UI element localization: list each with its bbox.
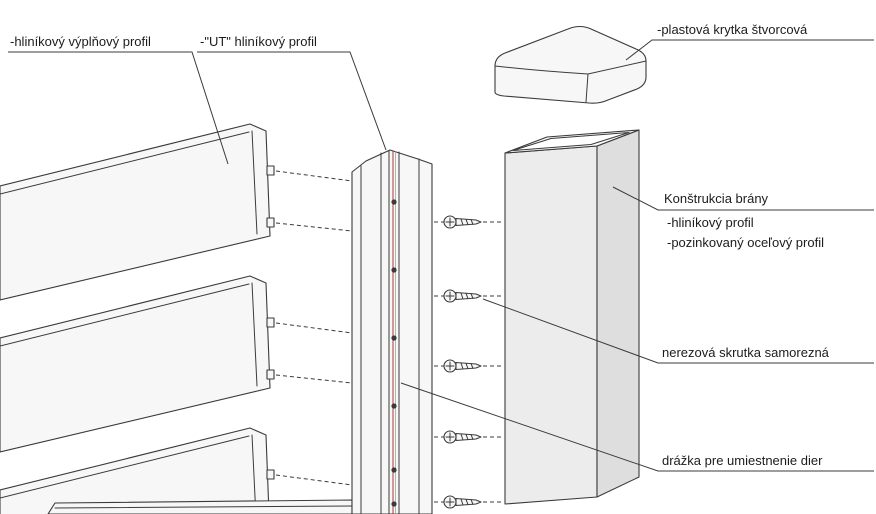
screws bbox=[433, 215, 504, 509]
label-ut-profile: -"UT" hliníkový profil bbox=[200, 34, 317, 49]
screw-3 bbox=[433, 359, 504, 373]
label-screw: nerezová skrutka samorezná bbox=[662, 345, 829, 360]
gate-post bbox=[504, 129, 640, 505]
label-gate-structure-title: Konštrukcia brány bbox=[664, 191, 769, 206]
screw-2 bbox=[433, 289, 504, 303]
hole-dot bbox=[391, 335, 397, 341]
leader-gate-structure bbox=[612, 186, 874, 211]
label-plastic-cap: -plastová krytka štvorcová bbox=[657, 22, 808, 37]
screw-5 bbox=[433, 495, 504, 509]
hole-dot bbox=[391, 403, 397, 409]
leader-ut-profile bbox=[197, 51, 387, 151]
hole-dot bbox=[391, 267, 397, 273]
plastic-cap bbox=[494, 25, 647, 104]
infill-slat-2 bbox=[0, 275, 353, 453]
ut-profile bbox=[351, 149, 433, 514]
label-infill-profile: -hliníkový výplňový profil bbox=[10, 34, 151, 49]
screw-4 bbox=[433, 430, 504, 444]
label-gate-structure-item-1: -hliníkový profil bbox=[667, 215, 754, 230]
leader-groove bbox=[400, 382, 874, 472]
hole-dot bbox=[391, 199, 397, 205]
infill-slat-1 bbox=[0, 123, 353, 301]
leader-plastic-cap bbox=[625, 39, 874, 61]
hole-dot bbox=[391, 501, 397, 507]
mounting-holes bbox=[391, 199, 397, 507]
infill-slats bbox=[0, 123, 353, 514]
bottom-rail bbox=[47, 499, 353, 514]
leader-infill-profile bbox=[8, 51, 229, 165]
leader-screw bbox=[482, 298, 874, 364]
label-groove: drážka pre umiestnenie dier bbox=[662, 453, 823, 468]
leader-lines bbox=[8, 39, 874, 472]
hole-dot bbox=[391, 467, 397, 473]
label-gate-structure-item-2: -pozinkovaný oceľový profil bbox=[667, 235, 824, 250]
screw-1 bbox=[433, 215, 504, 229]
